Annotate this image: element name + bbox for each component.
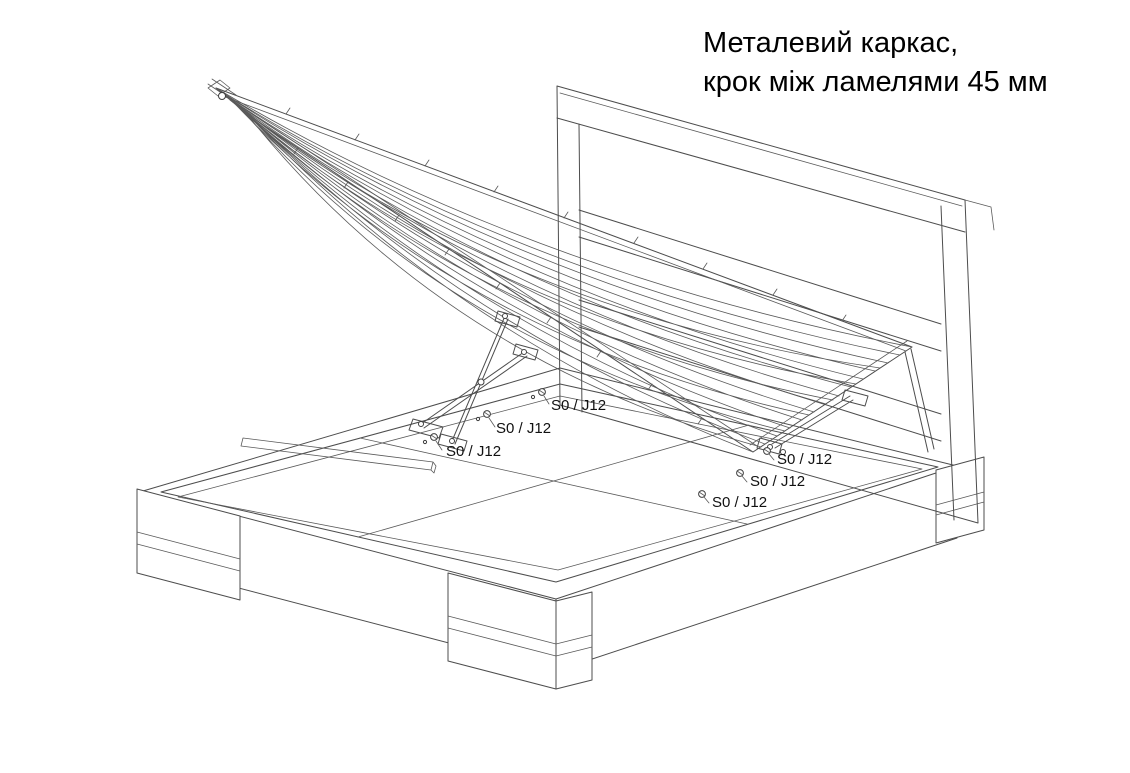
slats bbox=[215, 87, 913, 453]
fastener-labels-right: S0 / J12 S0 / J12 S0 / J12 bbox=[698, 447, 832, 511]
leader-lines bbox=[703, 453, 775, 504]
screw-icon bbox=[422, 388, 546, 445]
lift-mechanism-left bbox=[408, 310, 539, 452]
caption-line-1: Металевий каркас, bbox=[703, 27, 959, 59]
annotation-label: S0 / J12 bbox=[551, 397, 606, 414]
annotation-label: S0 / J12 bbox=[496, 420, 551, 437]
fastener-labels-left: S0 / J12 S0 / J12 S0 / J12 bbox=[422, 388, 606, 460]
lift-mechanism-right bbox=[756, 389, 869, 455]
screw-icon bbox=[698, 447, 771, 498]
leader-lines bbox=[435, 395, 550, 451]
caption-line-2: крок між ламелями 45 мм bbox=[703, 65, 1048, 98]
frame-tip-bracket bbox=[207, 78, 237, 101]
annotation-label: S0 / J12 bbox=[750, 473, 805, 490]
lifted-slat-frame bbox=[207, 78, 935, 453]
annotation-label: S0 / J12 bbox=[777, 451, 832, 468]
figure-caption: Металевий каркас, крок між ламелями 45 м… bbox=[703, 24, 1048, 102]
front-foot bbox=[447, 572, 593, 690]
headboard bbox=[556, 85, 995, 524]
left-foot bbox=[136, 488, 241, 601]
annotation-label: S0 / J12 bbox=[712, 494, 767, 511]
annotation-label: S0 / J12 bbox=[446, 443, 501, 460]
